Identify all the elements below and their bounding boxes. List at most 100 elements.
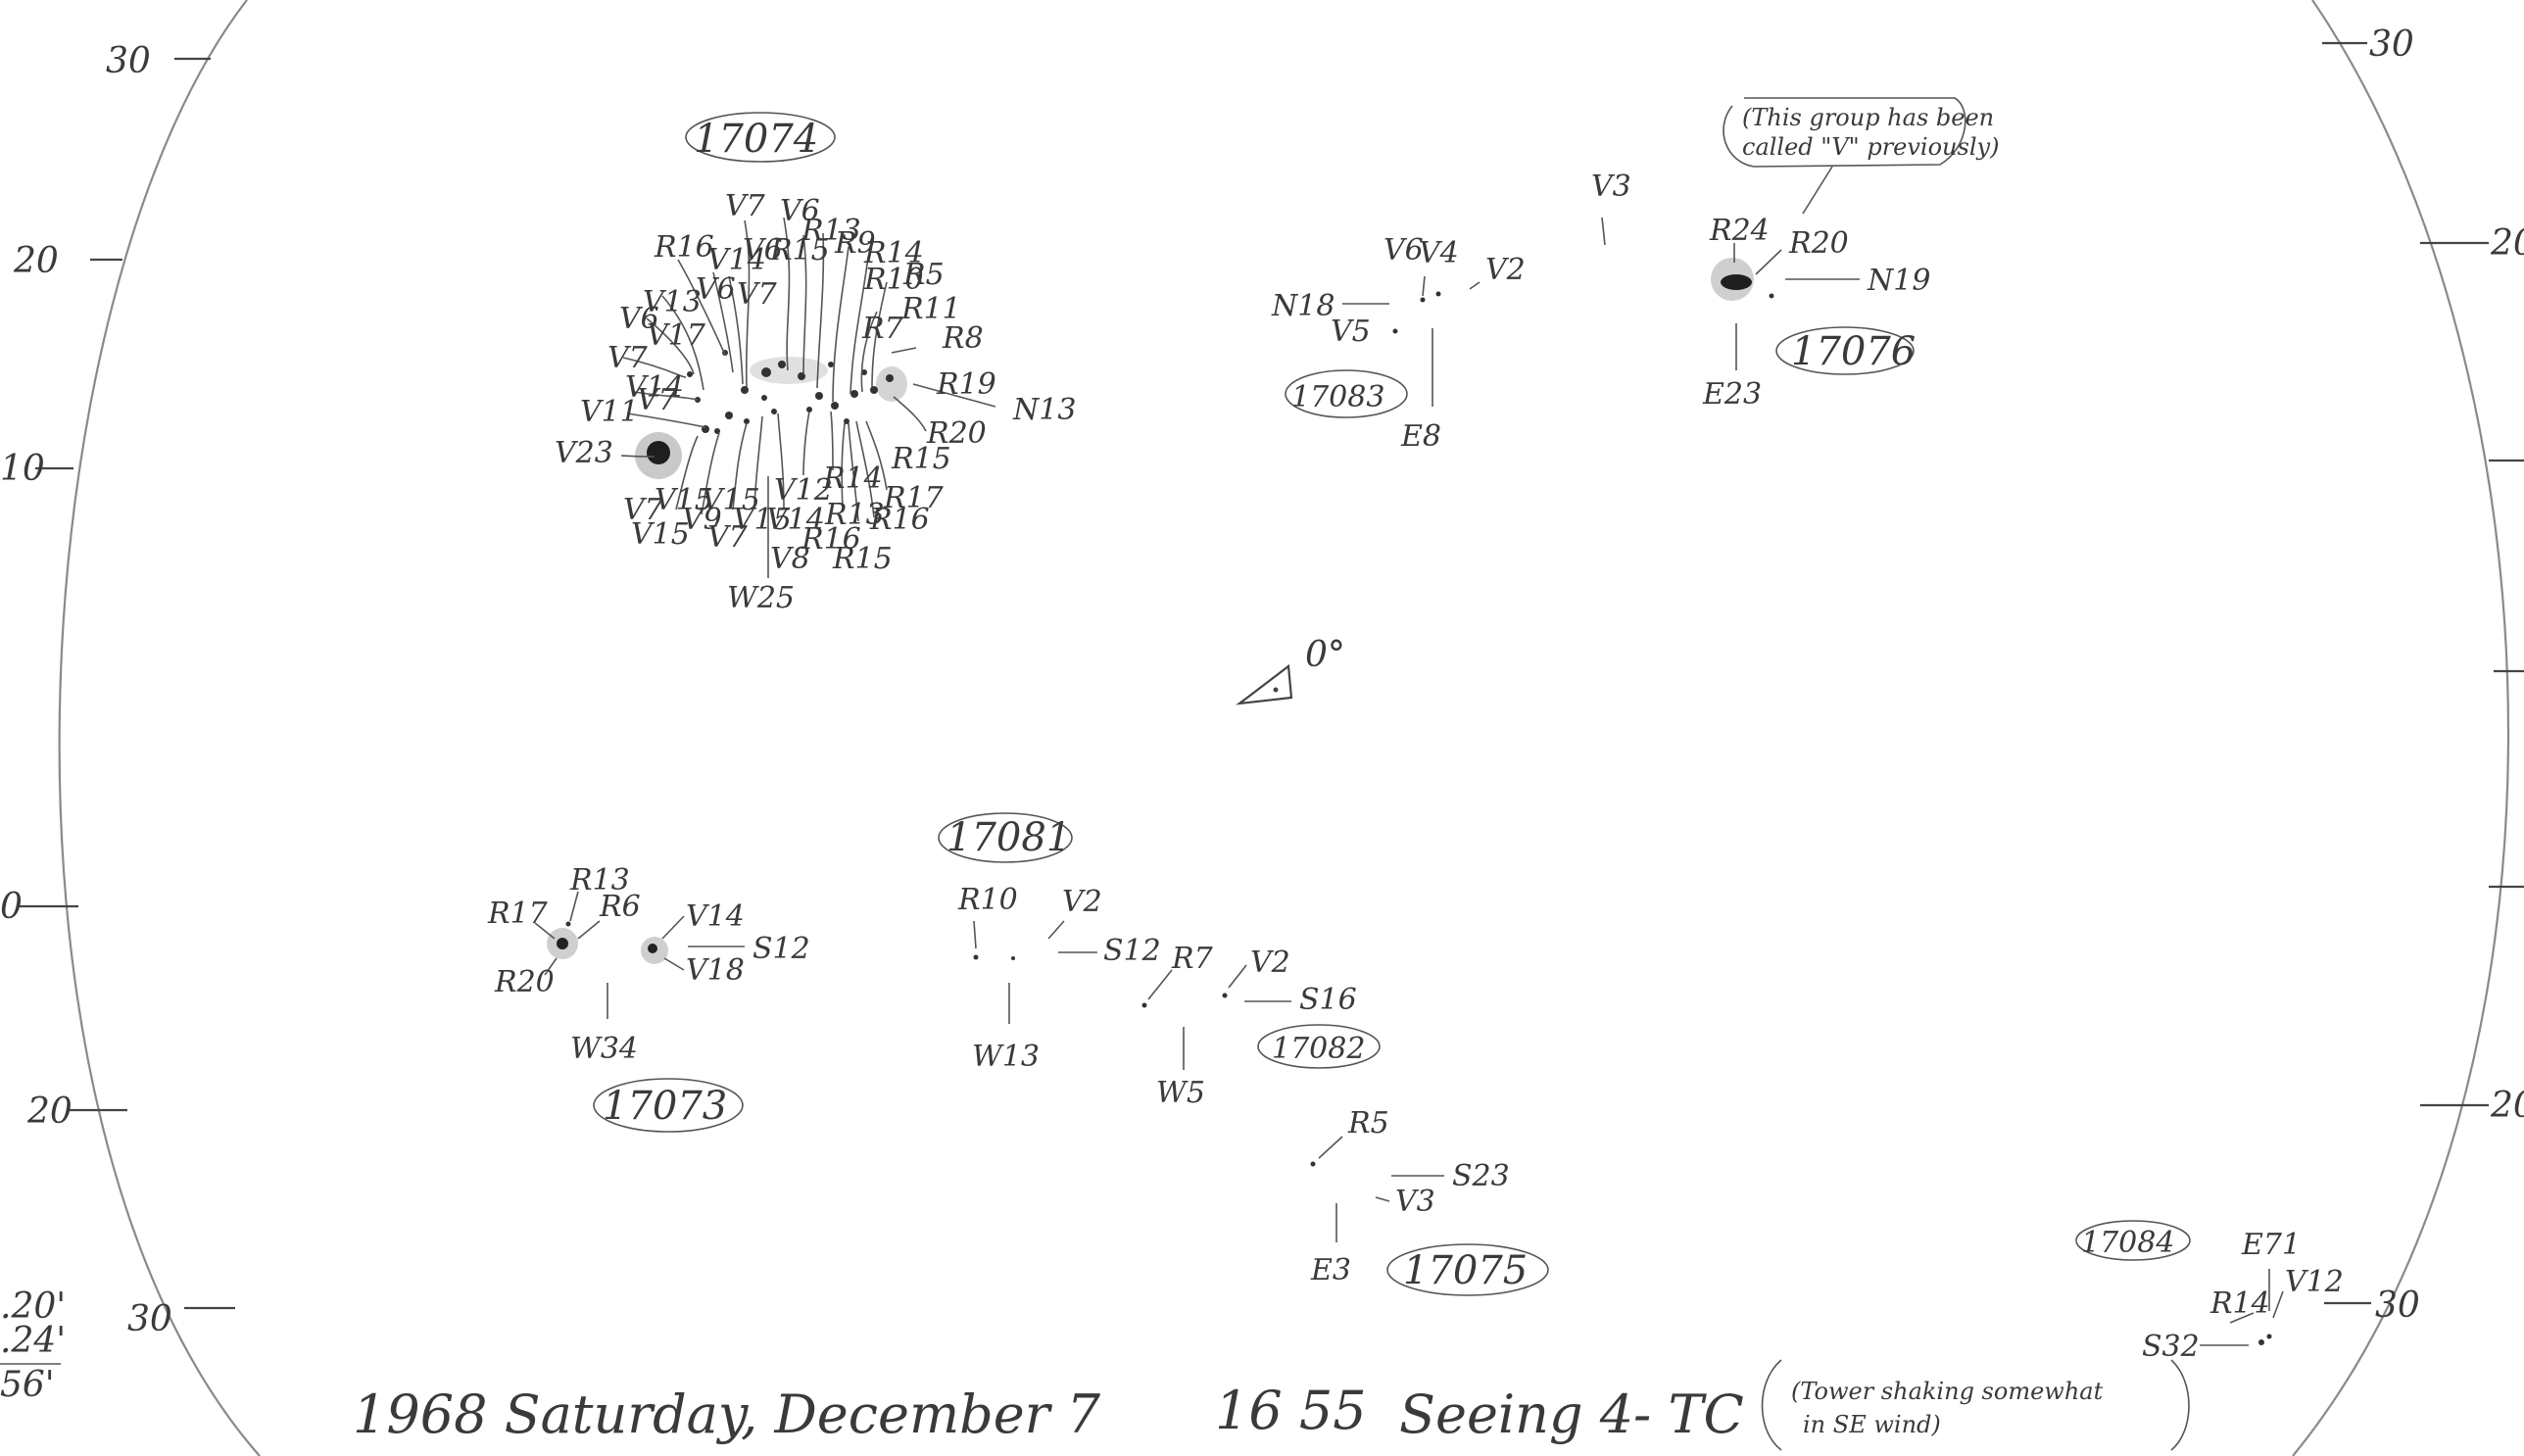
group-number: 17075 [1403, 1248, 1528, 1293]
spot-label: R10 [863, 263, 924, 297]
spot-label: V2 [1062, 885, 1102, 919]
group-number-oval [1386, 1243, 1549, 1296]
group-number: 17076 [1791, 329, 1916, 374]
spot-label: V18 [686, 953, 745, 988]
group-number: 17084 [2081, 1226, 2174, 1260]
spot-label: V9 [682, 503, 722, 537]
spot-label: R13 [569, 863, 630, 898]
left-scale-0: 0 [0, 887, 23, 927]
right-scale-30: 30 [2369, 24, 2414, 65]
group-17083: 17083 V6 V4 V2 V5 V3 N18 E8 [1271, 170, 1631, 454]
spot-label: R20 [494, 965, 555, 999]
group-number: 17081 [946, 815, 1071, 860]
spot-label: R9 [834, 226, 876, 261]
left-margin-notes: .20' .24' 56' [0, 1286, 66, 1405]
reference-label: N13 [1012, 393, 1076, 427]
spot-label: R20 [1788, 226, 1849, 261]
group-number-oval [938, 812, 1073, 863]
spot-label: V4 [1419, 236, 1459, 270]
note-bubble [1723, 97, 1966, 168]
spot-label: V7 [725, 189, 766, 223]
spot-label: R6 [599, 890, 641, 924]
spot-label: R15 [832, 542, 893, 576]
right-scale-30-south: 30 [2375, 1286, 2420, 1326]
spot-label: V7 [737, 277, 778, 312]
center-label: 0° [1305, 635, 1345, 675]
spot-label: R24 [1709, 214, 1770, 248]
observation-footer: 1968 Saturday, December 7 16 55 Seeing 4… [353, 1359, 2190, 1451]
spot-label: R15 [769, 233, 830, 267]
margin-fragment-2: .24' [0, 1321, 66, 1361]
solar-limb-left [58, 0, 261, 1456]
reference-label: E8 [1400, 419, 1441, 454]
spot-label: R7 [861, 312, 904, 346]
spot-label: R17 [883, 481, 945, 515]
reference-label: N19 [1867, 264, 1930, 298]
left-scale-20-south: 20 [26, 1092, 73, 1132]
group-17073: 17073 R13 R17 R6 V14 R20 V18 S12 W34 [487, 863, 810, 1133]
spot-label: R15 [891, 442, 951, 476]
spot-label: V8 [770, 542, 810, 576]
group-17076: (This group has been called "V" previous… [1702, 97, 1999, 412]
reference-label: S32 [2142, 1330, 2200, 1364]
spot-label: V15 [631, 517, 690, 552]
spot-label: R8 [942, 321, 984, 356]
observation-time: 16 55 [1215, 1380, 1367, 1441]
spot-label: V3 [1591, 170, 1631, 204]
spot-label: V17 [647, 318, 706, 353]
spot-label: V15 [733, 503, 792, 537]
spot-label: V7 [707, 520, 749, 555]
group-number-oval [1775, 326, 1915, 375]
spot-label: V7 [623, 493, 664, 527]
reference-label: N18 [1271, 289, 1335, 323]
group-number: 17073 [603, 1084, 727, 1129]
reference-label: S12 [752, 932, 810, 966]
solar-limb-right [2292, 0, 2509, 1456]
group-number-oval [593, 1078, 744, 1133]
spot-label: V6 [743, 233, 783, 267]
spot-label: V11 [580, 395, 639, 429]
spot-label: R10 [957, 883, 1018, 917]
spot-label: V14 [707, 243, 766, 277]
margin-fragment-1: .20' [0, 1286, 66, 1327]
group-note-line1: (This group has been [1742, 104, 1994, 131]
right-latitude-scale: 30 20 20 30 [2322, 24, 2524, 1326]
spot-cluster [635, 350, 907, 479]
left-latitude-scale: 30 20 10 0 20 30 [0, 41, 235, 1339]
spot-label: V2 [1250, 946, 1290, 980]
right-scale-20-south: 20 [2490, 1086, 2524, 1126]
spot-label: V3 [1395, 1185, 1435, 1219]
spot-label: R13 [824, 498, 885, 532]
right-scale-20: 20 [2490, 223, 2524, 264]
footer-note-line1: (Tower shaking somewhat [1791, 1378, 2104, 1405]
spot-label: R16 [801, 522, 861, 557]
left-scale-10: 10 [0, 449, 45, 489]
spot-label: V12 [2285, 1265, 2344, 1299]
spot-label: V13 [643, 285, 702, 319]
group-number-oval [685, 112, 836, 163]
left-scale-30: 30 [106, 41, 151, 81]
group-number-oval [2075, 1220, 2191, 1261]
spot-label: V15 [702, 483, 760, 517]
note-paren-left [1761, 1359, 1782, 1451]
spot-label: V6 [619, 302, 659, 336]
group-17075: 17075 R5 V3 S23 E3 [1310, 1106, 1549, 1296]
reference-label: S12 [1103, 934, 1161, 968]
spot-label: V7 [607, 341, 649, 375]
spot-label: V12 [774, 473, 833, 508]
group-17074: 17074 [555, 112, 1076, 615]
group-number: 17083 [1291, 380, 1384, 414]
spot-label: R11 [900, 292, 961, 326]
spot-label: V2 [1485, 253, 1526, 287]
spot-label: R7 [1171, 942, 1214, 976]
group-number-oval [1285, 369, 1408, 418]
spot-label: R16 [869, 503, 930, 537]
spot-label: V14 [625, 370, 684, 405]
observation-date: 1968 Saturday, December 7 [353, 1383, 1101, 1445]
spot-label: V7 [637, 383, 678, 417]
leader-lines [620, 217, 996, 578]
disk-center-marker: 0° [1236, 635, 1345, 705]
group-17084: 17084 R14 V12 E71 S32 [2075, 1220, 2344, 1364]
reference-label: W25 [727, 581, 795, 615]
